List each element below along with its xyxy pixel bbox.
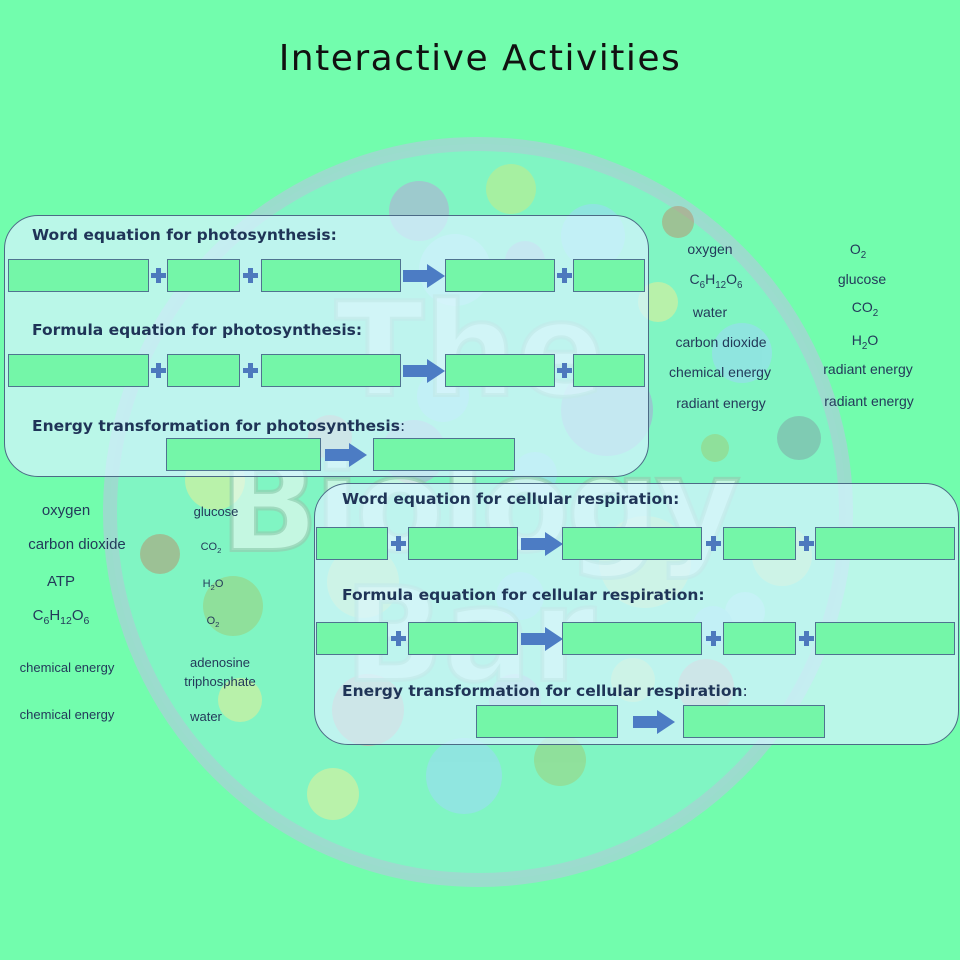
arrow-right-icon — [521, 627, 563, 651]
plus-icon — [706, 536, 721, 551]
respiration-formula-slot-2[interactable] — [408, 622, 518, 655]
bank-chip-co2[interactable]: CO2 — [200, 541, 222, 556]
bank-chip-carbon-dioxide[interactable]: carbon dioxide — [28, 536, 126, 553]
photosynthesis-formula-heading: Formula equation for photosynthesis: — [32, 321, 363, 339]
bank-chip-oxygen[interactable]: oxygen — [41, 502, 91, 519]
bank-chip-glucose[interactable]: glucose — [193, 504, 239, 519]
arrow-right-icon — [403, 264, 445, 288]
bank-chip-radiant-energy[interactable]: radiant energy — [676, 395, 766, 411]
photosynthesis-formula-slot-3[interactable] — [261, 354, 401, 387]
plus-icon — [557, 363, 572, 378]
bank-chip-c6h12o6[interactable]: C6H12O6 — [689, 271, 743, 291]
plus-icon — [151, 363, 166, 378]
photosynthesis-energy-slot-2[interactable] — [373, 438, 515, 471]
respiration-panel: Word equation for cellular respiration: … — [314, 483, 959, 745]
photosynthesis-word-slot-1[interactable] — [8, 259, 149, 292]
respiration-formula-slot-5[interactable] — [815, 622, 955, 655]
respiration-formula-slot-1[interactable] — [316, 622, 388, 655]
bank-chip-radiant-energy[interactable]: radiant energy — [824, 393, 914, 409]
respiration-word-slot-5[interactable] — [815, 527, 955, 560]
respiration-word-slot-1[interactable] — [316, 527, 388, 560]
plus-icon — [799, 536, 814, 551]
arrow-right-icon — [325, 443, 367, 467]
bank-chip-chemical-energy[interactable]: chemical energy — [19, 660, 115, 675]
bank-chip-c6h12o6[interactable]: C6H12O6 — [32, 607, 90, 627]
respiration-formula-slot-4[interactable] — [723, 622, 796, 655]
bank-chip-water[interactable]: water — [190, 709, 222, 724]
bank-chip-radiant-energy[interactable]: radiant energy — [823, 361, 913, 377]
photosynthesis-formula-slot-5[interactable] — [573, 354, 645, 387]
respiration-word-slot-3[interactable] — [562, 527, 702, 560]
plus-icon — [391, 536, 406, 551]
photosynthesis-formula-slot-1[interactable] — [8, 354, 149, 387]
bank-chip-atp[interactable]: ATP — [46, 573, 76, 590]
photosynthesis-word-slot-3[interactable] — [261, 259, 401, 292]
bank-chip-water[interactable]: water — [692, 304, 728, 320]
respiration-word-slot-4[interactable] — [723, 527, 796, 560]
bank-chip-o2[interactable]: O2 — [206, 615, 220, 630]
photosynthesis-energy-slot-1[interactable] — [166, 438, 321, 471]
bank-chip-co2[interactable]: CO2 — [851, 299, 879, 319]
bank-chip-glucose[interactable]: glucose — [837, 271, 887, 287]
respiration-formula-slot-3[interactable] — [562, 622, 702, 655]
bank-chip-h2o[interactable]: H2O — [851, 332, 879, 352]
plus-icon — [151, 268, 166, 283]
plus-icon — [243, 363, 258, 378]
bank-chip-carbon-dioxide[interactable]: carbon dioxide — [675, 334, 767, 350]
plus-icon — [799, 631, 814, 646]
page-title: Interactive Activities — [278, 38, 682, 79]
photosynthesis-panel: Word equation for photosynthesis: Formul… — [4, 215, 649, 477]
bank-chip-chemical-energy[interactable]: chemical energy — [669, 364, 771, 380]
plus-icon — [706, 631, 721, 646]
respiration-formula-heading: Formula equation for cellular respiratio… — [342, 586, 705, 604]
arrow-right-icon — [403, 359, 445, 383]
photosynthesis-word-slot-5[interactable] — [573, 259, 645, 292]
plus-icon — [243, 268, 258, 283]
bank-chip-o2[interactable]: O2 — [849, 241, 867, 261]
arrow-right-icon — [633, 710, 675, 734]
arrow-right-icon — [521, 532, 563, 556]
bank-chip-h2o[interactable]: H2O — [202, 578, 224, 593]
photosynthesis-word-slot-2[interactable] — [167, 259, 240, 292]
respiration-word-slot-2[interactable] — [408, 527, 518, 560]
photosynthesis-energy-heading: Energy transformation for photosynthesis… — [32, 417, 406, 435]
photosynthesis-formula-slot-4[interactable] — [445, 354, 555, 387]
respiration-word-heading: Word equation for cellular respiration: — [342, 490, 680, 508]
bank-chip-chemical-energy[interactable]: chemical energy — [19, 707, 115, 722]
plus-icon — [391, 631, 406, 646]
bank-chip-oxygen[interactable]: oxygen — [687, 241, 733, 257]
photosynthesis-word-heading: Word equation for photosynthesis: — [32, 226, 337, 244]
respiration-energy-heading: Energy transformation for cellular respi… — [342, 682, 748, 700]
respiration-energy-slot-2[interactable] — [683, 705, 825, 738]
respiration-energy-slot-1[interactable] — [476, 705, 618, 738]
photosynthesis-formula-slot-2[interactable] — [167, 354, 240, 387]
photosynthesis-word-slot-4[interactable] — [445, 259, 555, 292]
plus-icon — [557, 268, 572, 283]
bank-chip-adenosine-triphosphate[interactable]: adenosine triphosphate — [184, 655, 256, 689]
